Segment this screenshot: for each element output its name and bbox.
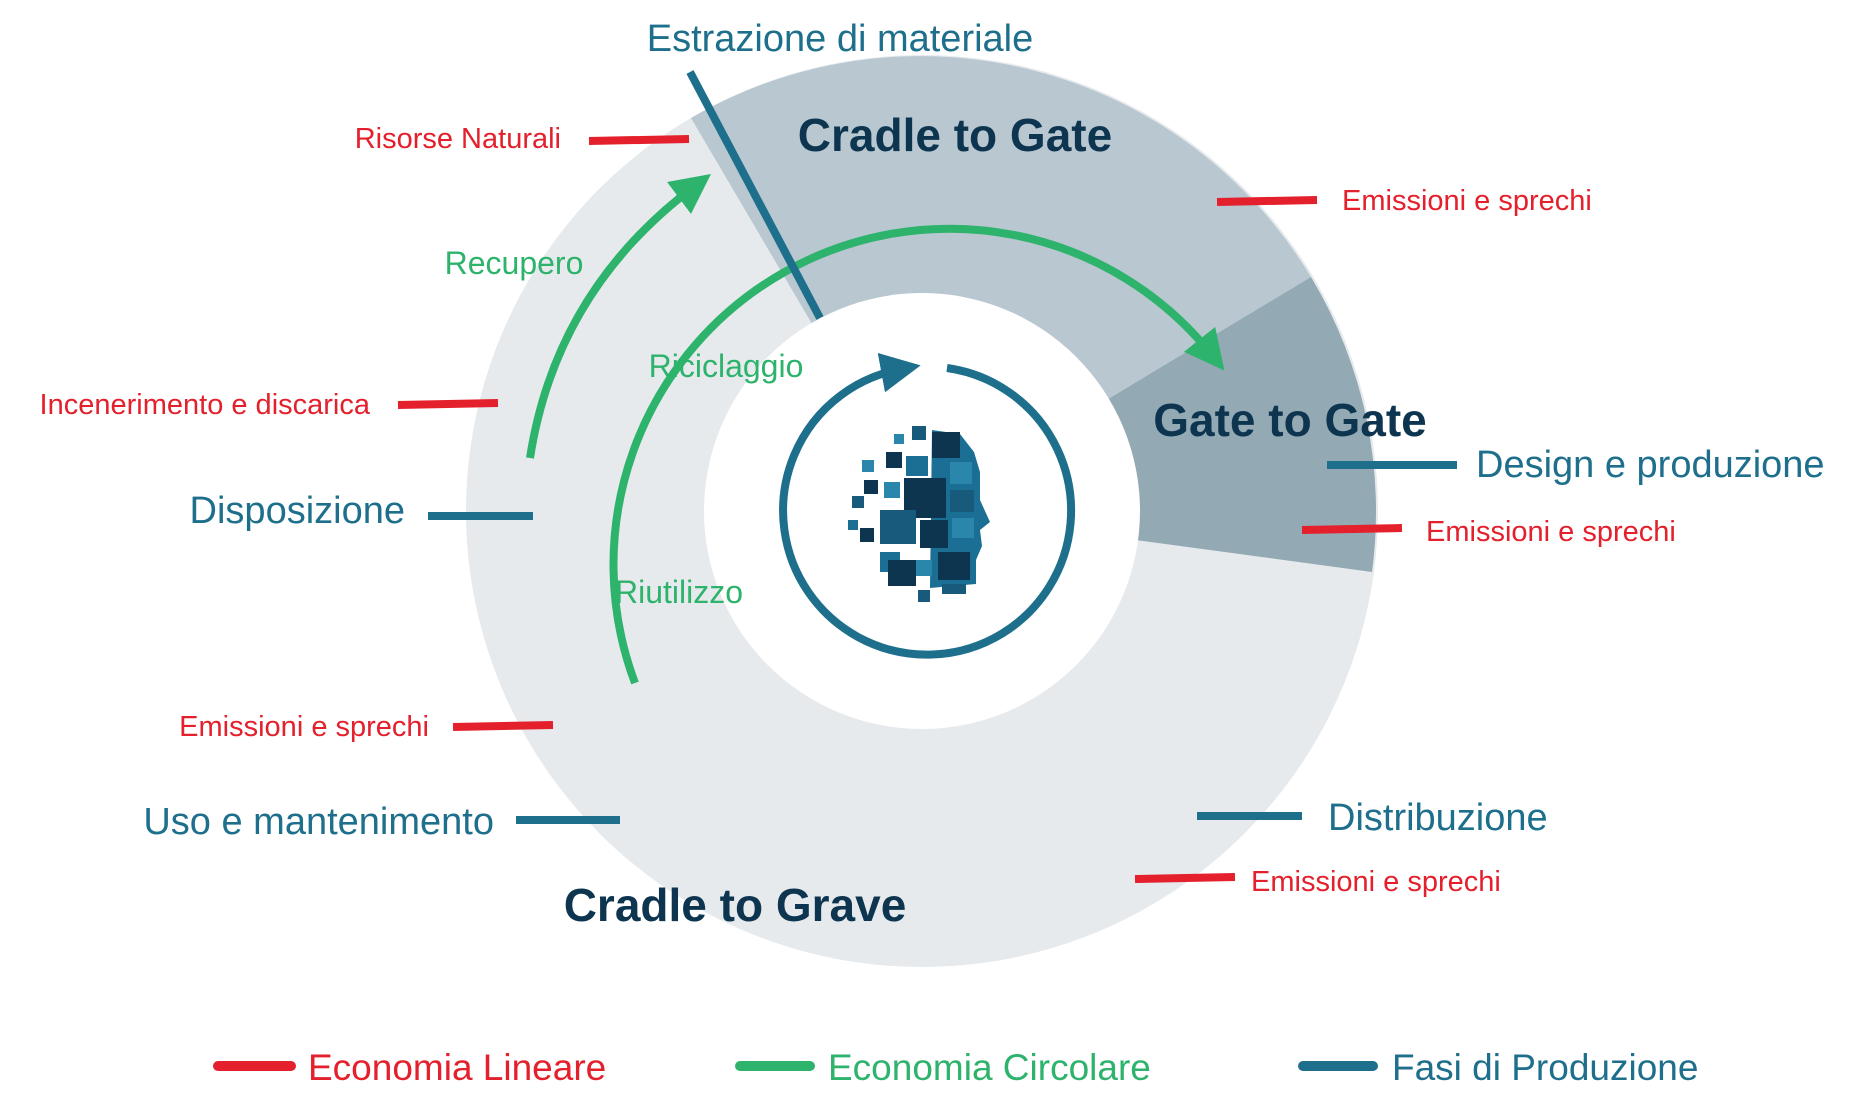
linear-label-risorse: Risorse Naturali — [355, 123, 561, 155]
region-label-cradle-to-grave: Cradle to Grave — [564, 879, 907, 931]
emissioni-1-line — [1216, 196, 1318, 206]
region-label-gate-to-gate: Gate to Gate — [1153, 394, 1427, 446]
linear-label-emissioni-1: Emissioni e sprechi — [1342, 185, 1592, 217]
phase-label-design: Design e produzione — [1476, 444, 1825, 486]
incenerimento-line — [397, 399, 499, 409]
emissioni-4-line — [1134, 873, 1236, 883]
estrazione-line — [686, 70, 824, 320]
riciclaggio-arrow — [609, 224, 1225, 685]
phase-label-disposizione: Disposizione — [190, 490, 405, 532]
phase-label-estrazione: Estrazione di materiale — [647, 18, 1034, 60]
region-label-cradle-to-gate: Cradle to Gate — [798, 109, 1112, 161]
recupero-arrow — [526, 174, 712, 459]
phase-label-uso: Uso e mantenimento — [143, 801, 494, 843]
inner-cycle-arrow — [779, 353, 1076, 659]
linear-label-emissioni-2: Emissioni e sprechi — [1426, 516, 1676, 548]
legend-phases-label: Fasi di Produzione — [1392, 1047, 1698, 1088]
legend-linear-label: Economia Lineare — [308, 1047, 606, 1088]
circular-label-riutilizzo: Riutilizzo — [615, 574, 743, 610]
pixel-head-icon — [848, 426, 990, 602]
linear-label-emissioni-4: Emissioni e sprechi — [1251, 866, 1501, 898]
circular-label-riciclaggio: Riciclaggio — [649, 348, 804, 384]
legend: Economia Lineare Economia Circolare Fasi… — [213, 1047, 1698, 1088]
circular-label-recupero: Recupero — [445, 245, 584, 281]
emissioni-3-line — [452, 721, 554, 731]
linear-label-incenerimento: Incenerimento e discarica — [40, 389, 371, 421]
phase-label-distribuzione: Distribuzione — [1328, 797, 1548, 839]
emissioni-2-line — [1301, 524, 1403, 534]
ring-cradle-to-gate — [691, 56, 1311, 512]
linear-label-emissioni-3: Emissioni e sprechi — [179, 711, 429, 743]
legend-circular-label: Economia Circolare — [828, 1047, 1151, 1088]
risorse-line — [588, 135, 690, 145]
